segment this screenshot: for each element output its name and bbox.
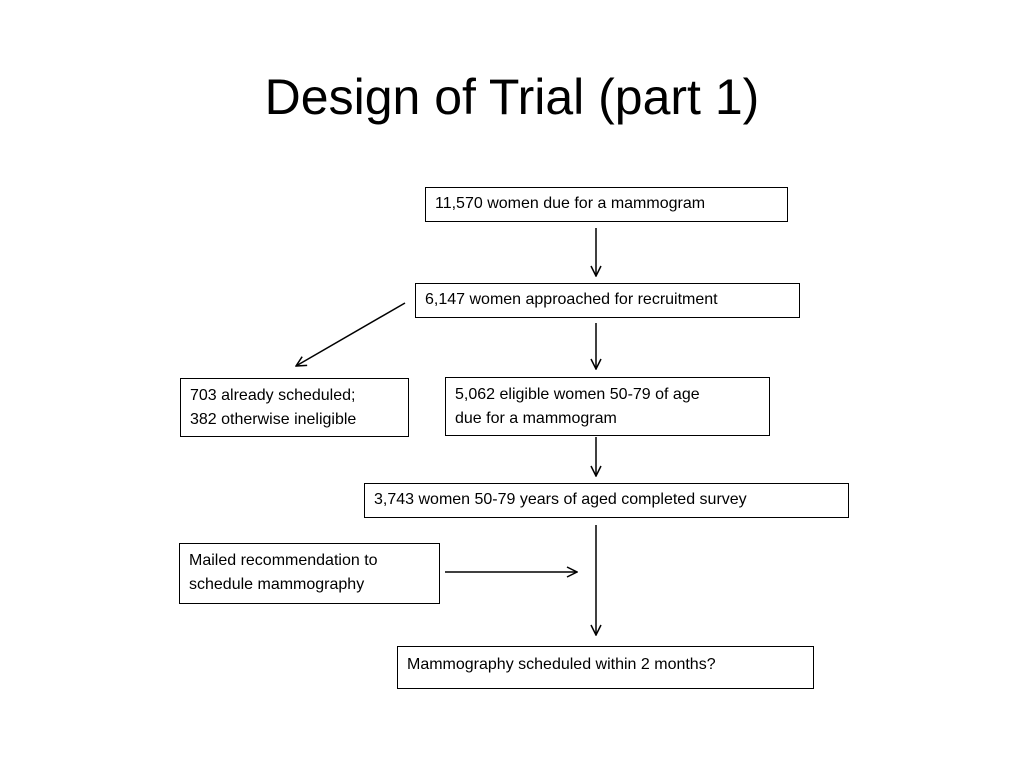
box-approached-for-recruitment: 6,147 women approached for recruitment bbox=[415, 283, 800, 318]
box-mammography-scheduled: Mammography scheduled within 2 months? bbox=[397, 646, 814, 689]
slide-title: Design of Trial (part 1) bbox=[264, 69, 760, 125]
box-line: 3,743 women 50-79 years of aged complete… bbox=[374, 491, 747, 508]
box-line: 703 already scheduled; bbox=[190, 387, 356, 404]
box-line: 6,147 women approached for recruitment bbox=[425, 291, 718, 308]
box-excluded: 703 already scheduled; 382 otherwise ine… bbox=[180, 378, 409, 437]
box-completed-survey: 3,743 women 50-79 years of aged complete… bbox=[364, 483, 849, 518]
box-line: Mailed recommendation to bbox=[189, 552, 378, 569]
box-line: 11,570 women due for a mammogram bbox=[435, 195, 706, 212]
box-line: schedule mammography bbox=[189, 576, 365, 593]
box-line: 5,062 eligible women 50-79 of age bbox=[455, 386, 700, 403]
box-line: Mammography scheduled within 2 months? bbox=[407, 656, 716, 673]
box-mailed-recommendation: Mailed recommendation to schedule mammog… bbox=[179, 543, 440, 604]
box-line: due for a mammogram bbox=[455, 410, 617, 427]
box-line: 382 otherwise ineligible bbox=[190, 411, 357, 428]
box-eligible-women: 5,062 eligible women 50-79 of age due fo… bbox=[445, 377, 770, 436]
box-due-for-mammogram: 11,570 women due for a mammogram bbox=[425, 187, 788, 222]
arrow-approached-to-excluded bbox=[296, 302, 406, 366]
